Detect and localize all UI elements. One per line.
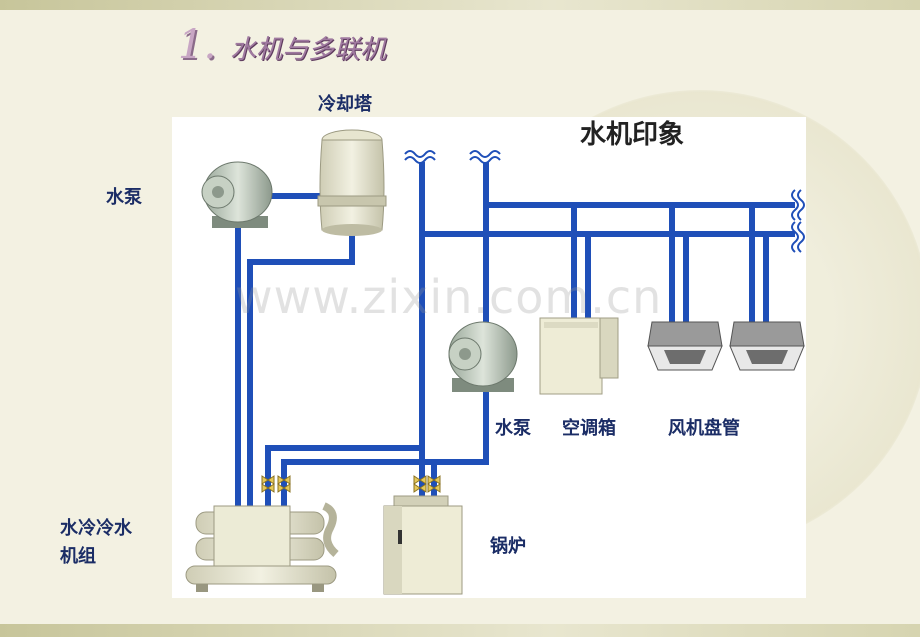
label-chiller-line-1: 水冷冷水 bbox=[60, 518, 132, 539]
label-fan-coil: 风机盘管 bbox=[668, 418, 740, 439]
diagram-heading: 水机印象 bbox=[580, 120, 685, 150]
valves bbox=[261, 475, 441, 493]
fan-coil-unit-2 bbox=[729, 321, 805, 371]
top-decor-band bbox=[0, 0, 920, 10]
water-cooled-chiller bbox=[185, 502, 339, 592]
label-ahu: 空调箱 bbox=[562, 418, 616, 439]
slide-title: 1. 水机与多联机 bbox=[178, 22, 386, 70]
label-pump-right: 水泵 bbox=[495, 418, 531, 439]
label-cooling-tower: 冷却塔 bbox=[318, 94, 372, 115]
pipe-break-marks bbox=[404, 150, 805, 253]
water-pump-left bbox=[201, 161, 273, 228]
label-boiler: 锅炉 bbox=[490, 536, 526, 557]
boiler bbox=[383, 495, 463, 595]
water-pump-right bbox=[448, 321, 518, 392]
label-chiller-line-2: 机组 bbox=[60, 546, 96, 567]
slide-title-text: 水机与多联机 bbox=[230, 35, 387, 65]
pipe-fancoil-branch-2 bbox=[749, 202, 769, 325]
watermark-text: www.zixin.com.cn bbox=[235, 270, 663, 324]
cooling-tower bbox=[317, 129, 387, 236]
fan-coil-unit-1 bbox=[647, 321, 723, 371]
pipe-tower-to-chiller bbox=[247, 232, 355, 513]
bottom-decor-band bbox=[0, 624, 920, 637]
pipe-supply-riser bbox=[265, 162, 425, 513]
air-handling-unit bbox=[539, 317, 619, 395]
label-pump-left: 水泵 bbox=[106, 187, 142, 208]
slide-title-number: 1. bbox=[178, 22, 217, 68]
pipe-fancoil-branch-1 bbox=[669, 202, 689, 325]
pipe-ahu-branch bbox=[571, 202, 591, 323]
